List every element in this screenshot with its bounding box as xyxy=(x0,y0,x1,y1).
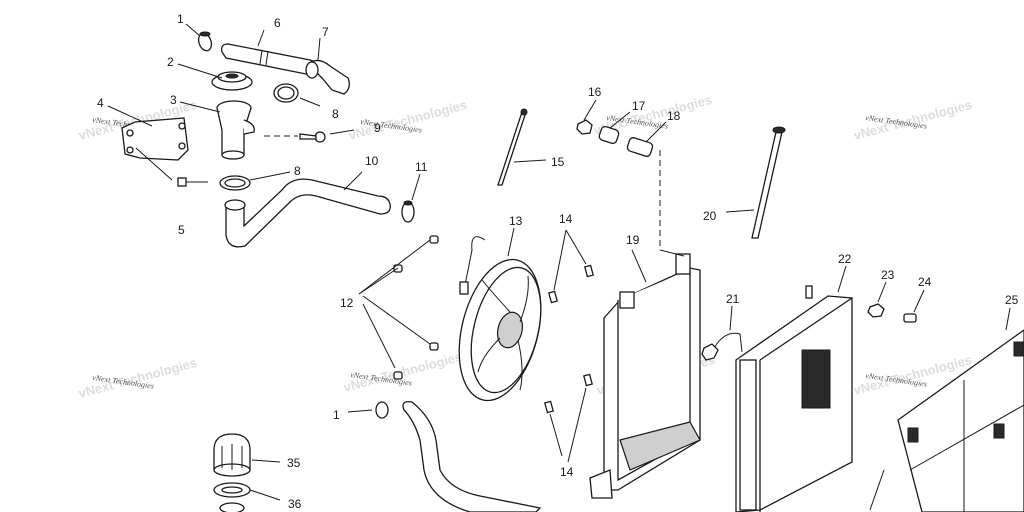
callout-8-lower: 8 xyxy=(294,164,301,178)
callout-14-bottom: 14 xyxy=(560,465,574,479)
callout-21: 21 xyxy=(726,292,740,306)
callout-8-upper: 8 xyxy=(332,107,339,121)
callout-25: 25 xyxy=(1005,293,1019,307)
watermark-4: vNext Technologies vNext Technologies xyxy=(852,97,974,143)
watermark-5: vNext Technologies vNext Technologies xyxy=(77,355,199,401)
part-8-hose-clamp-lower xyxy=(219,175,251,191)
callout-22: 22 xyxy=(838,252,852,266)
callout-3: 3 xyxy=(170,93,177,107)
part-22-radiator xyxy=(735,285,853,512)
part-5-bolt xyxy=(177,177,208,187)
part-12-grommets xyxy=(393,235,439,380)
callout-9: 9 xyxy=(374,121,381,135)
callout-18: 18 xyxy=(667,109,681,123)
lower-coolant-hose xyxy=(402,401,542,512)
leader-lines xyxy=(107,23,1011,511)
callout-35: 35 xyxy=(287,456,301,470)
part-24-screw xyxy=(903,313,917,323)
callout-13: 13 xyxy=(509,214,523,228)
part-18-spacer xyxy=(626,137,654,157)
part-35-cap xyxy=(213,433,251,477)
callout-numbers: 1 2 3 4 5 6 7 8 8 9 10 11 12 13 14 14 15… xyxy=(97,12,1019,511)
callout-6: 6 xyxy=(274,16,281,30)
part-9-screw xyxy=(299,131,326,143)
callout-12: 12 xyxy=(340,296,354,310)
part-19-fan-shroud xyxy=(589,253,701,499)
part-3-filler-neck xyxy=(216,100,255,160)
callout-10: 10 xyxy=(365,154,379,168)
callout-23: 23 xyxy=(881,268,895,282)
part-2-radiator-cap xyxy=(211,71,253,91)
part-6-upper-hose xyxy=(220,43,318,76)
callout-16: 16 xyxy=(588,85,602,99)
callout-11: 11 xyxy=(415,160,428,174)
part-23-nut xyxy=(867,303,885,318)
part-17-bushing xyxy=(598,125,620,145)
callout-36: 36 xyxy=(288,497,302,511)
part-20-long-bolt xyxy=(751,126,786,239)
callout-5: 5 xyxy=(178,223,185,237)
part-15-support-rod xyxy=(497,108,528,186)
part-10-coolant-hose xyxy=(224,178,391,248)
callout-19: 19 xyxy=(626,233,640,247)
callout-1-bottom: 1 xyxy=(333,408,340,422)
part-11-hose-clamp xyxy=(401,200,415,223)
callout-17: 17 xyxy=(632,99,646,113)
watermark-2: vNext Technologies vNext Technologies xyxy=(347,97,469,143)
callout-14-top: 14 xyxy=(559,212,573,226)
callout-15: 15 xyxy=(551,155,565,169)
part-7-elbow xyxy=(305,59,350,95)
part-16-nut xyxy=(576,119,593,135)
callout-2: 2 xyxy=(167,55,174,69)
callout-24: 24 xyxy=(918,275,932,289)
callout-7: 7 xyxy=(322,25,329,39)
part-8-hose-clamp-upper xyxy=(273,83,299,103)
part-36-gasket xyxy=(213,482,251,512)
callout-20: 20 xyxy=(703,209,717,223)
part-14-clips xyxy=(544,264,594,414)
part-1-lower-clamp xyxy=(375,401,389,419)
part-21-temp-sensor xyxy=(701,332,743,361)
part-13-cooling-fan xyxy=(458,236,542,402)
callout-4: 4 xyxy=(97,96,104,110)
part-25-radiator-screen xyxy=(897,329,1024,512)
part-4-mounting-bracket xyxy=(121,117,189,161)
watermark-6: vNext Technologies vNext Technologies xyxy=(342,349,464,395)
callout-1-top: 1 xyxy=(177,12,184,26)
part-1-hose-clamp xyxy=(197,31,213,52)
